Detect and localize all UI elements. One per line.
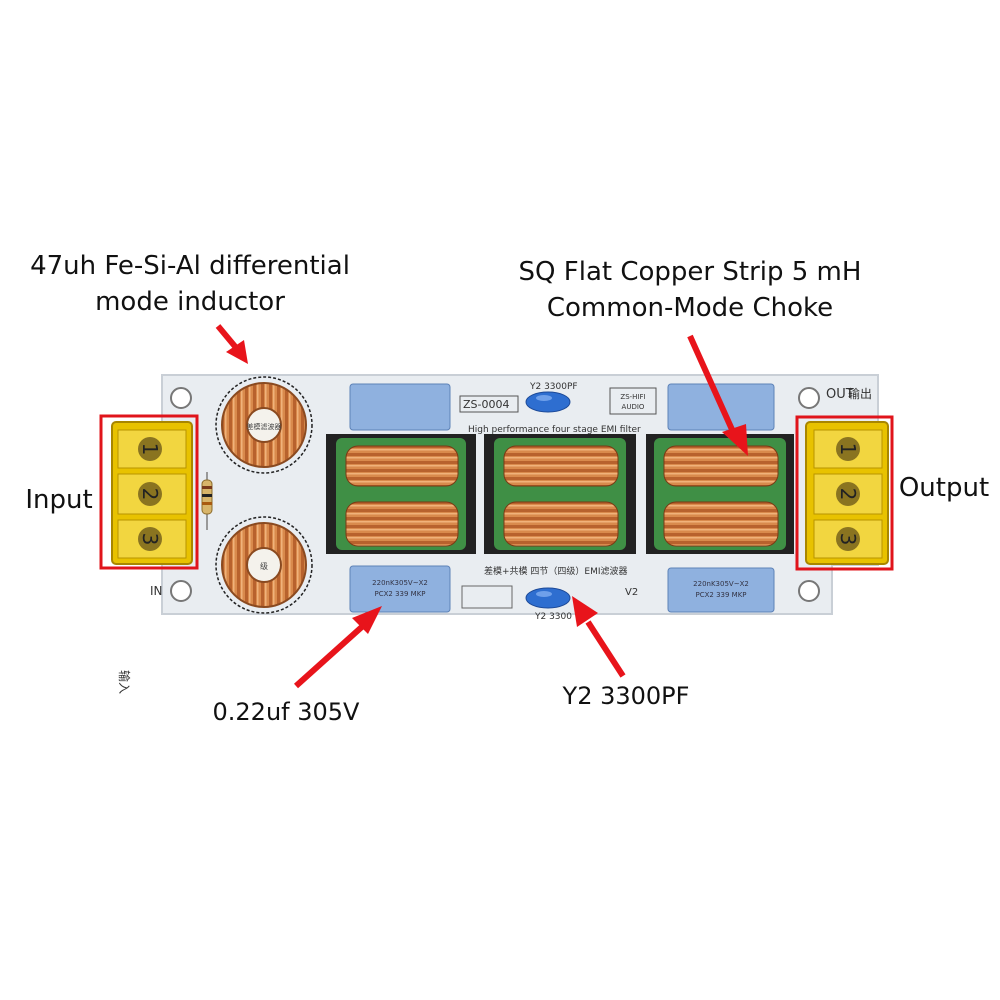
output-terminal-number-3: 3 <box>836 533 860 546</box>
toroid-top-label: 差模滤波器 <box>247 422 282 431</box>
arrow-to-inductor <box>215 324 248 364</box>
model-box <box>459 395 519 413</box>
brand-line2: AUDIO <box>622 403 645 411</box>
input-label-en: IN <box>150 584 163 598</box>
input-terminal-number-3: 3 <box>138 533 162 546</box>
toroid-inductor-bottom: 级 <box>215 516 313 614</box>
choke-callout: SQ Flat Copper Strip 5 mH Common-Mode Ch… <box>500 254 880 326</box>
output-label-cn: 输出 <box>848 386 872 401</box>
board-model: ZS-0004 <box>463 398 509 411</box>
input-terminal-number-1: 1 <box>138 443 162 456</box>
capacitor-y2-callout: Y2 3300PF <box>562 682 690 710</box>
output-terminal-number-2: 2 <box>836 488 860 501</box>
cap-bottom-right-line2: PCX2 339 MKP <box>695 591 746 599</box>
capacitor-y2-bottom <box>525 587 571 609</box>
input-callout: Input <box>25 485 93 515</box>
inductor-callout-line1: 47uh Fe-Si-Al differential <box>30 251 350 281</box>
common-mode-choke-1 <box>326 434 476 554</box>
mounting-holes <box>170 387 820 602</box>
choke-callout-line2: Common-Mode Choke <box>546 293 834 323</box>
output-terminal-block: 1 2 3 <box>805 421 889 565</box>
choke-callout-line1: SQ Flat Copper Strip 5 mH <box>518 257 862 287</box>
arrow-to-y2-capacitor <box>572 596 626 678</box>
output-label-en: OUT <box>826 387 854 402</box>
input-label-cn: 输入 <box>117 670 132 694</box>
board-version: V2 <box>625 587 638 598</box>
input-terminal-number-2: 2 <box>138 488 162 501</box>
capacitor-y2-top <box>525 391 571 413</box>
brand-line1: ZS-HIFI <box>620 393 645 401</box>
common-mode-choke-2 <box>484 434 636 554</box>
inductor-callout-line2: mode inductor <box>95 287 285 317</box>
empty-silk-box <box>461 585 513 609</box>
output-terminal-number-1: 1 <box>836 443 860 456</box>
input-highlight-box <box>99 414 199 570</box>
board-cn-title: 差模+共模 四节（四级）EMI滤波器 <box>484 565 628 577</box>
capacitor-x2-top-left <box>349 383 451 431</box>
board-subtitle: High performance four stage EMI filter <box>468 425 641 435</box>
arrow-to-x2-capacitor <box>293 606 382 689</box>
capacitor-x2-bottom-right: 220nK305V~X2 PCX2 339 MKP <box>667 567 775 613</box>
brand-box <box>609 387 657 415</box>
y2-top-label: Y2 3300PF <box>529 382 578 392</box>
toroid-bottom-label: 级 <box>260 561 268 571</box>
toroid-inductor-top: 差模滤波器 <box>215 376 313 474</box>
small-resistor <box>201 472 213 530</box>
output-callout: Output <box>898 473 990 503</box>
input-terminal-block: 1 2 3 <box>111 421 193 565</box>
arrow-to-choke <box>687 334 748 456</box>
capacitor-x2-bottom-left: 220nK305V~X2 PCX2 339 MKP <box>349 565 451 613</box>
inductor-callout: 47uh Fe-Si-Al differential mode inductor <box>10 248 370 320</box>
cap-bottom-left-line1: 220nK305V~X2 <box>372 579 428 587</box>
cap-bottom-right-line1: 220nK305V~X2 <box>693 580 749 588</box>
output-highlight-box <box>795 415 894 571</box>
y2-bottom-label: Y2 3300 <box>534 612 572 622</box>
common-mode-choke-3 <box>646 434 794 554</box>
capacitor-x2-callout: 0.22uf 305V <box>212 698 360 726</box>
cap-bottom-left-line2: PCX2 339 MKP <box>374 590 425 598</box>
